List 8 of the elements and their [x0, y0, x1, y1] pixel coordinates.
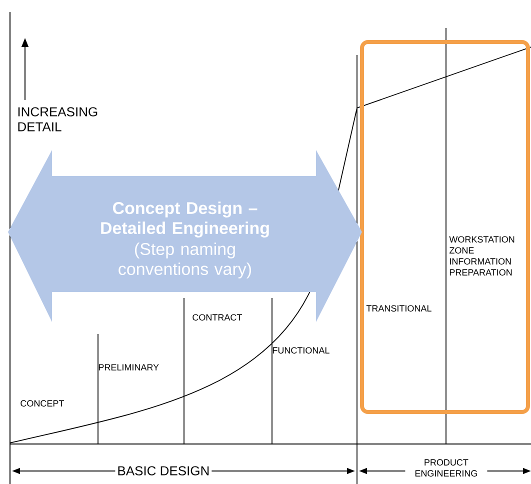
phase-label: FUNCTIONAL: [272, 347, 330, 354]
phase-label: CONCEPT: [20, 400, 64, 407]
phase-label: WORKSTATION ZONE INFORMATION PREPARATION: [449, 236, 514, 276]
span-label: PRODUCT ENGINEERING: [405, 458, 488, 478]
phase-label: PRELIMINARY: [98, 364, 159, 370]
phase-label: CONTRACT: [192, 314, 242, 321]
span-label: BASIC DESIGN: [115, 464, 212, 478]
axis-label: INCREASING DETAIL: [18, 107, 98, 132]
